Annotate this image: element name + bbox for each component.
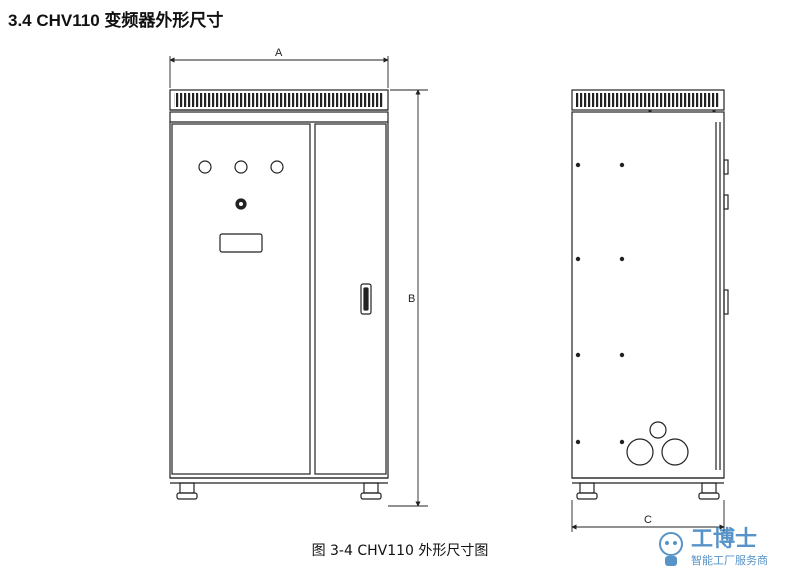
cable-hole-right bbox=[661, 438, 689, 466]
front-cabinet-body bbox=[169, 111, 389, 479]
display-window bbox=[219, 233, 263, 253]
side-foot-right bbox=[701, 482, 717, 494]
front-view bbox=[169, 89, 389, 500]
robot-icon bbox=[659, 532, 683, 556]
dimension-c-label: C bbox=[644, 514, 652, 526]
front-left-door bbox=[171, 123, 311, 475]
watermark-brand: 工博士 bbox=[691, 526, 757, 552]
side-foot-left bbox=[579, 482, 595, 494]
front-foot-right bbox=[363, 482, 379, 494]
figure-caption: 图 3-4 CHV110 外形尺寸图 bbox=[311, 543, 489, 559]
door-handle bbox=[360, 283, 372, 315]
cable-hole-left bbox=[626, 438, 654, 466]
indicator-lamp-2 bbox=[234, 160, 248, 174]
cable-hole-small bbox=[649, 421, 667, 439]
front-right-door bbox=[314, 123, 387, 475]
side-cabinet-body bbox=[571, 111, 725, 479]
dimension-b-label: B bbox=[408, 293, 415, 305]
indicator-lamp-3 bbox=[270, 160, 284, 174]
watermark-logo: 工博士 智能工厂服务商 bbox=[659, 526, 768, 567]
side-panel-rivets bbox=[575, 109, 716, 445]
section-title: 3.4 CHV110 变频器外形尺寸 bbox=[8, 11, 224, 30]
side-view bbox=[571, 89, 729, 500]
indicator-lamp-1 bbox=[198, 160, 212, 174]
front-foot-left bbox=[179, 482, 195, 494]
watermark-slogan: 智能工厂服务商 bbox=[691, 553, 768, 567]
dimension-a-label: A bbox=[275, 47, 283, 59]
dimension-lines bbox=[169, 56, 725, 532]
